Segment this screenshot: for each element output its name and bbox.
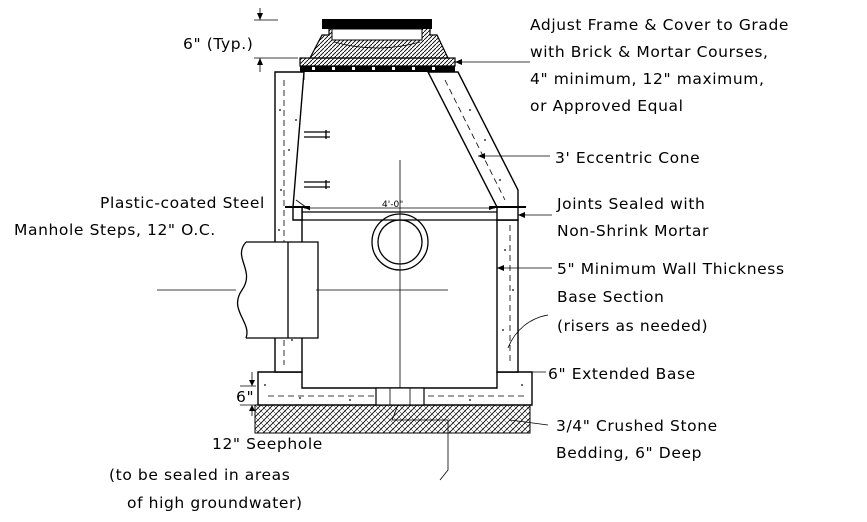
base-dimension-label: 6" (236, 388, 254, 406)
frame-label-line4: or Approved Equal (530, 97, 684, 115)
joints-label-line1: Joints Sealed with (556, 195, 705, 213)
stone-label-line1: 3/4" Crushed Stone (556, 417, 718, 435)
joints-label-line2: Non-Shrink Mortar (557, 222, 709, 240)
steps-label-line1: Plastic-coated Steel (100, 194, 265, 212)
width-dimension (304, 206, 495, 210)
frame-and-cover (299, 19, 456, 72)
right-wall (496, 219, 519, 373)
leader-lines (295, 61, 552, 481)
left-cone-inner-wall (292, 206, 303, 221)
inlet-pipe (236, 241, 319, 339)
right-cone-wall (426, 71, 519, 221)
seephole-label-line1: 12" Seephole (212, 435, 323, 453)
typ-dimension (254, 8, 298, 72)
seephole (375, 387, 425, 406)
manhole-steps (304, 130, 330, 189)
extended-base-label: 6" Extended Base (548, 365, 696, 383)
frame-label-line3: 4" minimum, 12" maximum, (530, 70, 765, 88)
steps-label-line2: Manhole Steps, 12" O.C. (14, 221, 216, 239)
stone-label-line2: Bedding, 6" Deep (556, 444, 702, 462)
seephole-label-line3: of high groundwater) (127, 494, 303, 512)
concrete-speckle (264, 109, 523, 401)
frame-label-line2: with Brick & Mortar Courses, (530, 43, 769, 61)
outlet-pipe-opening (371, 213, 429, 271)
wall-thickness-label: 5" Minimum Wall Thickness (557, 260, 785, 278)
typ-dimension-label: 6" (Typ.) (183, 35, 253, 53)
base-dimension (240, 372, 256, 416)
cone-label: 3' Eccentric Cone (555, 149, 700, 167)
base-section-label-line2: (risers as needed) (557, 317, 708, 335)
seephole-label-line2: (to be sealed in areas (109, 466, 290, 484)
frame-label-line1: Adjust Frame & Cover to Grade (530, 16, 789, 34)
width-dimension-label: 4'-0" (382, 200, 403, 210)
base-section-label-line1: Base Section (557, 288, 664, 306)
